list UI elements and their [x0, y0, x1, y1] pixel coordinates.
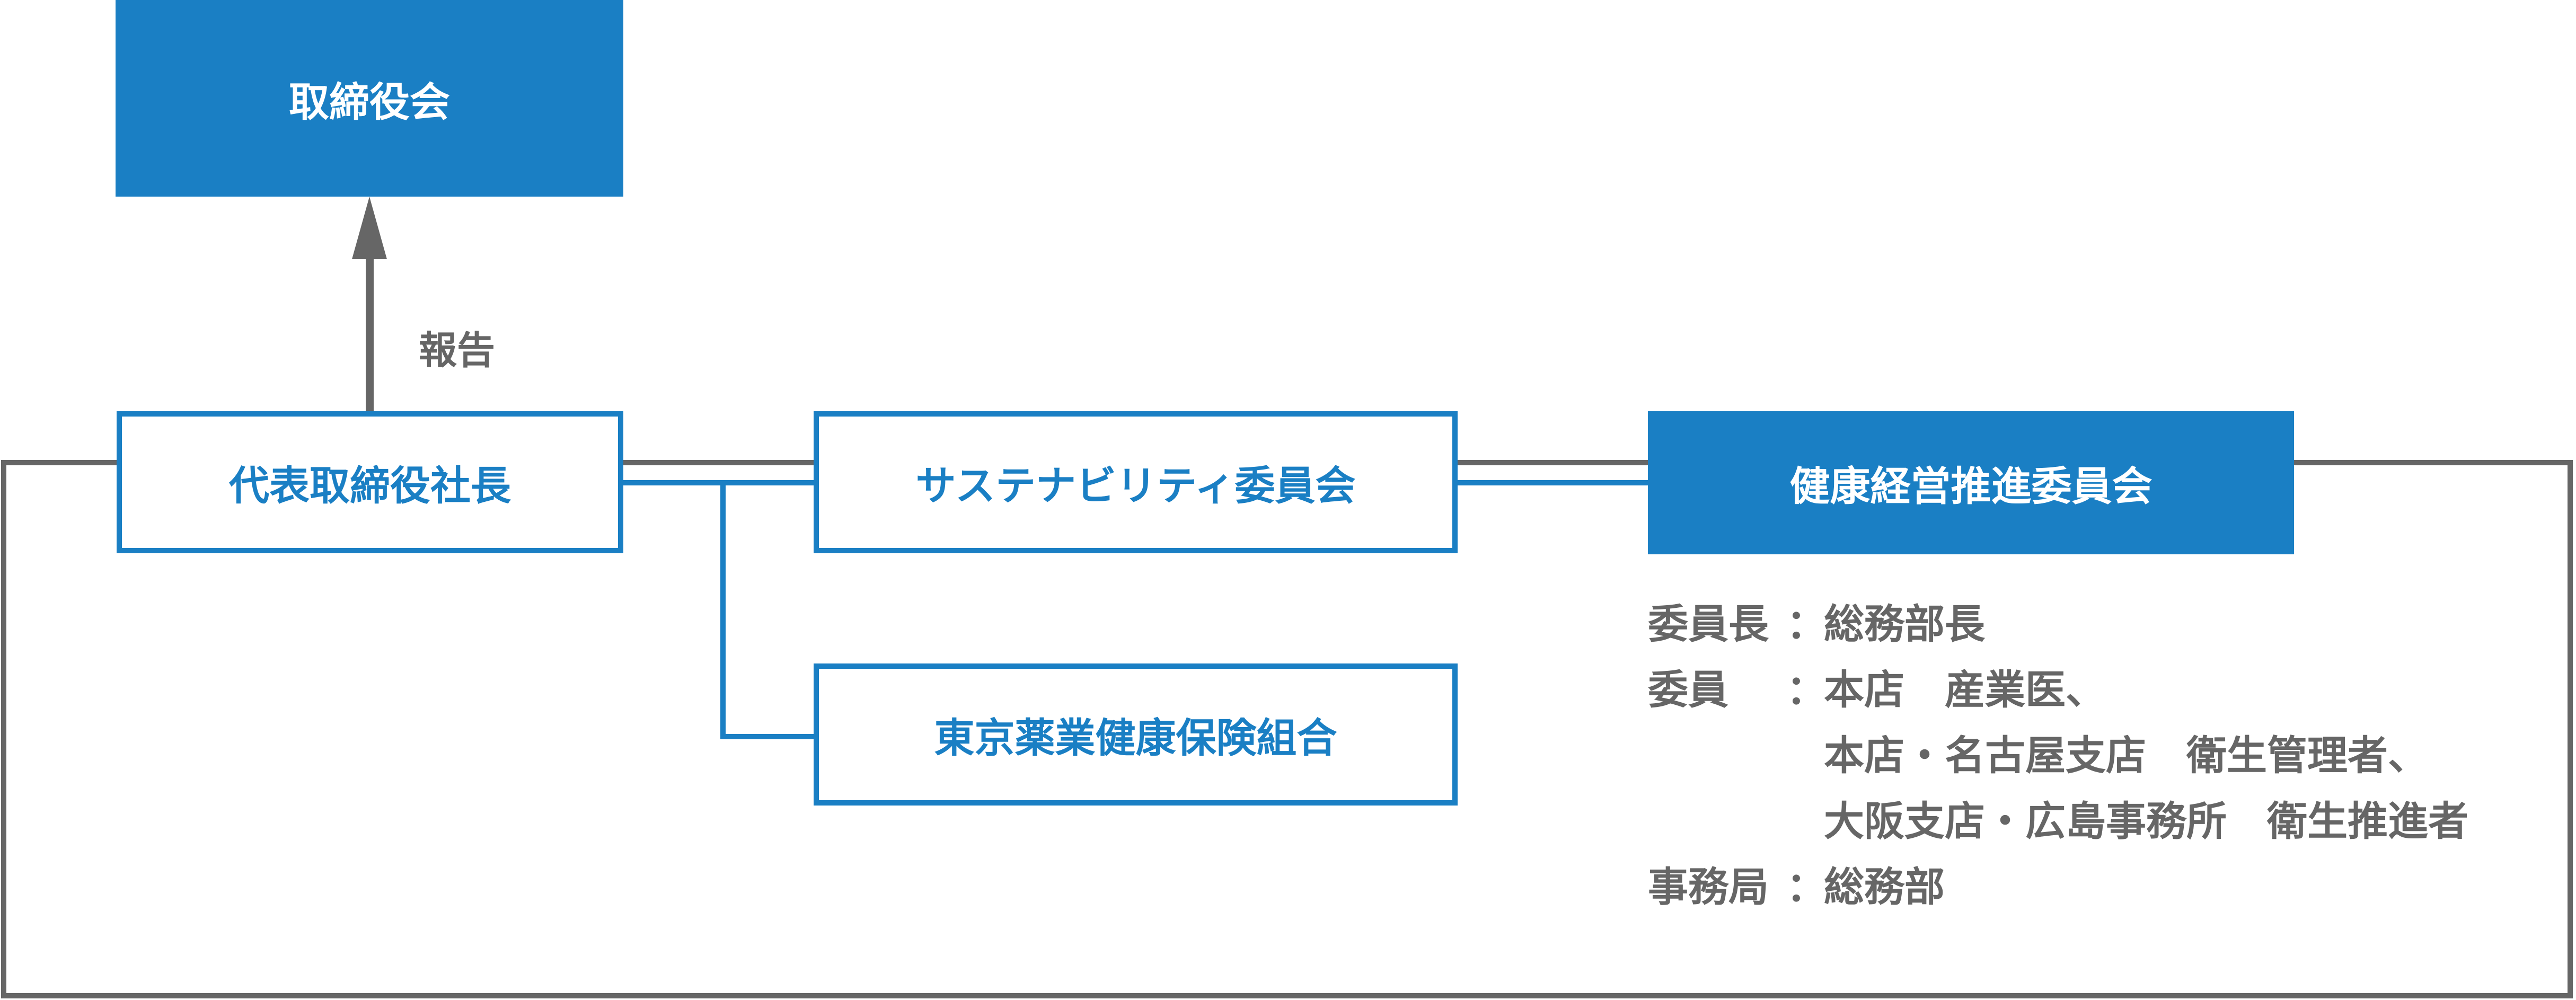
chair-label: 委員長 — [1648, 600, 1769, 648]
secretariat-value: 総務部 — [1824, 863, 1945, 910]
members-value-2: 本店・名古屋支店 衛生管理者、 — [1824, 732, 2428, 779]
secretariat-label: 事務局 — [1648, 863, 1769, 910]
sustainability-committee-label: サステナビリティ委員会 — [915, 462, 1356, 509]
health-insurance-label: 東京薬業健康保険組合 — [934, 714, 1337, 762]
connector-vertical — [720, 480, 726, 739]
board-of-directors-box: 取締役会 — [116, 0, 623, 197]
health-committee-box: 健康経営推進委員会 — [1648, 411, 2294, 554]
report-label: 報告 — [419, 328, 496, 373]
connector-health-insurance — [720, 734, 814, 739]
members-value-3: 大阪支店・広島事務所 衛生推進者 — [1824, 798, 2468, 845]
members-value-1: 本店 産業医、 — [1824, 666, 2106, 713]
health-insurance-box: 東京薬業健康保険組合 — [814, 663, 1458, 806]
chair-colon: ： — [1786, 600, 1827, 648]
sustainability-committee-box: サステナビリティ委員会 — [814, 411, 1458, 553]
secretariat-colon: ： — [1786, 863, 1827, 910]
members-label: 委員 — [1648, 666, 1728, 713]
members-colon: ： — [1786, 666, 1827, 713]
health-committee-label: 健康経営推進委員会 — [1789, 463, 2152, 510]
connector-president-sustainability — [623, 480, 814, 485]
president-box: 代表取締役社長 — [117, 411, 623, 553]
chair-value: 総務部長 — [1824, 600, 1985, 648]
president-label: 代表取締役社長 — [229, 462, 511, 509]
board-label: 取締役会 — [289, 78, 450, 126]
connector-sustainability-health — [1458, 480, 1648, 485]
arrow-head-icon — [352, 197, 387, 259]
